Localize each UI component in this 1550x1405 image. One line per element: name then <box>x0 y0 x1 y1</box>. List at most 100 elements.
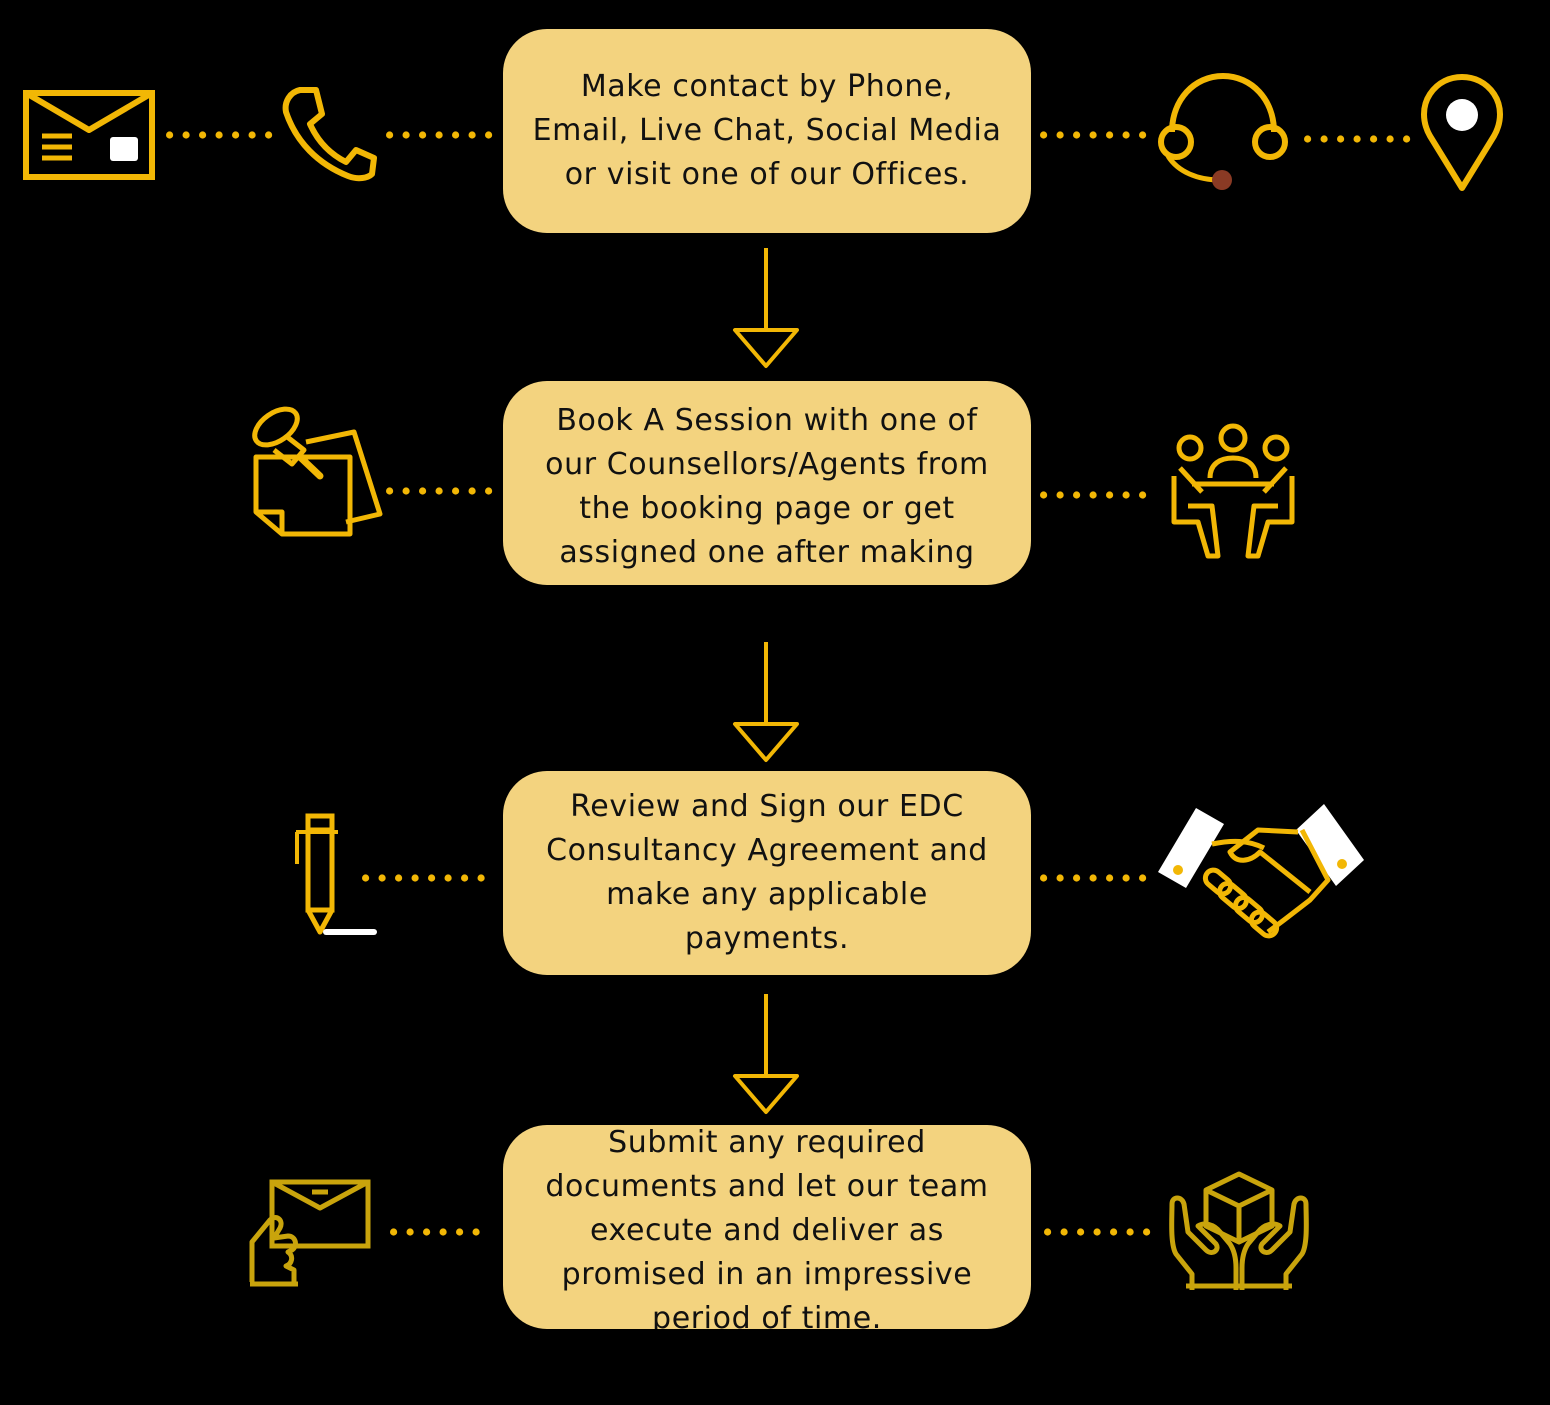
connector-dot <box>461 874 469 882</box>
connector-dot <box>1122 131 1130 139</box>
connector-dot <box>1056 874 1064 882</box>
connector-dot <box>1044 1228 1052 1236</box>
connector-dot <box>1077 1228 1085 1236</box>
connector-dot <box>485 487 493 495</box>
connector-dot <box>472 1228 480 1236</box>
connector-dot <box>215 131 223 139</box>
connector-dot <box>435 487 443 495</box>
hand-envelope-icon <box>248 1178 372 1288</box>
connector-dot <box>1056 131 1064 139</box>
connector-dot <box>1089 131 1097 139</box>
connector-dot <box>265 131 273 139</box>
phone-icon <box>282 84 378 182</box>
connector-dots <box>390 1228 494 1236</box>
connector-dot <box>428 874 436 882</box>
connector-dot <box>1089 491 1097 499</box>
step-3-box: Review and Sign our EDC Consultancy Agre… <box>503 771 1031 975</box>
hands-box-icon <box>1168 1168 1310 1294</box>
connector-dots <box>1304 135 1414 143</box>
pinned-note-icon <box>246 402 386 542</box>
connector-dot <box>468 487 476 495</box>
connector-dot <box>1139 131 1147 139</box>
connector-dot <box>1320 135 1328 143</box>
connector-dot <box>452 487 460 495</box>
step-4-box: Submit any required documents and let ou… <box>503 1125 1031 1329</box>
connector-dot <box>1056 491 1064 499</box>
connector-dot <box>248 131 256 139</box>
step-3-text: Review and Sign our EDC Consultancy Agre… <box>546 789 988 956</box>
connector-dots <box>362 874 494 882</box>
connector-dot <box>390 1228 398 1236</box>
connector-dots <box>386 487 494 495</box>
connector-dot <box>1126 1228 1134 1236</box>
connector-dot <box>1353 135 1361 143</box>
connector-dot <box>444 874 452 882</box>
connector-dot <box>1122 491 1130 499</box>
connector-dot <box>1143 1228 1151 1236</box>
pen-icon <box>292 812 378 938</box>
connector-dot <box>1110 1228 1118 1236</box>
connector-dot <box>1060 1228 1068 1236</box>
meeting-icon <box>1168 422 1298 562</box>
step-2-text: Book A Session with one of our Counsello… <box>545 403 989 570</box>
connector-dot <box>468 131 476 139</box>
connector-dot <box>386 487 394 495</box>
connector-dot <box>1386 135 1394 143</box>
connector-dot <box>419 487 427 495</box>
down-arrow <box>732 248 800 370</box>
connector-dot <box>1093 1228 1101 1236</box>
step-1-box: Make contact by Phone, Email, Live Chat,… <box>503 29 1031 233</box>
connector-dot <box>1122 874 1130 882</box>
connector-dot <box>378 874 386 882</box>
connector-dot <box>386 131 394 139</box>
connector-dot <box>1337 135 1345 143</box>
connector-dot <box>435 131 443 139</box>
connector-dot <box>1370 135 1378 143</box>
connector-dot <box>423 1228 431 1236</box>
connector-dot <box>456 1228 464 1236</box>
connector-dots <box>166 131 276 139</box>
connector-dot <box>395 874 403 882</box>
connector-dot <box>406 1228 414 1236</box>
connector-dot <box>1106 874 1114 882</box>
connector-dot <box>402 131 410 139</box>
connector-dots <box>1040 874 1150 882</box>
connector-dot <box>419 131 427 139</box>
connector-dot <box>1073 491 1081 499</box>
step-1-text: Make contact by Phone, Email, Live Chat,… <box>532 69 1002 192</box>
down-arrow <box>732 642 800 764</box>
connector-dot <box>199 131 207 139</box>
connector-dots <box>386 131 494 139</box>
connector-dot <box>485 131 493 139</box>
connector-dot <box>411 874 419 882</box>
connector-dot <box>1040 491 1048 499</box>
connector-dot <box>1139 491 1147 499</box>
location-pin-icon <box>1421 74 1503 192</box>
down-arrow <box>732 994 800 1116</box>
connector-dots <box>1040 491 1150 499</box>
connector-dots <box>1040 131 1150 139</box>
connector-dot <box>166 131 174 139</box>
connector-dot <box>1403 135 1411 143</box>
connector-dots <box>1044 1228 1154 1236</box>
connector-dot <box>1304 135 1312 143</box>
connector-dot <box>1040 874 1048 882</box>
connector-dot <box>1106 491 1114 499</box>
envelope-icon <box>22 88 156 182</box>
step-4-text: Submit any required documents and let ou… <box>545 1125 989 1329</box>
connector-dot <box>1040 131 1048 139</box>
connector-dot <box>232 131 240 139</box>
connector-dot <box>1089 874 1097 882</box>
connector-dot <box>182 131 190 139</box>
connector-dot <box>477 874 485 882</box>
connector-dot <box>1073 874 1081 882</box>
connector-dot <box>1139 874 1147 882</box>
connector-dot <box>439 1228 447 1236</box>
connector-dot <box>1073 131 1081 139</box>
headset-icon <box>1156 70 1290 194</box>
step-2-box: Book A Session with one of our Counsello… <box>503 381 1031 585</box>
handshake-icon <box>1152 800 1368 946</box>
connector-dot <box>402 487 410 495</box>
connector-dot <box>362 874 370 882</box>
connector-dot <box>1106 131 1114 139</box>
